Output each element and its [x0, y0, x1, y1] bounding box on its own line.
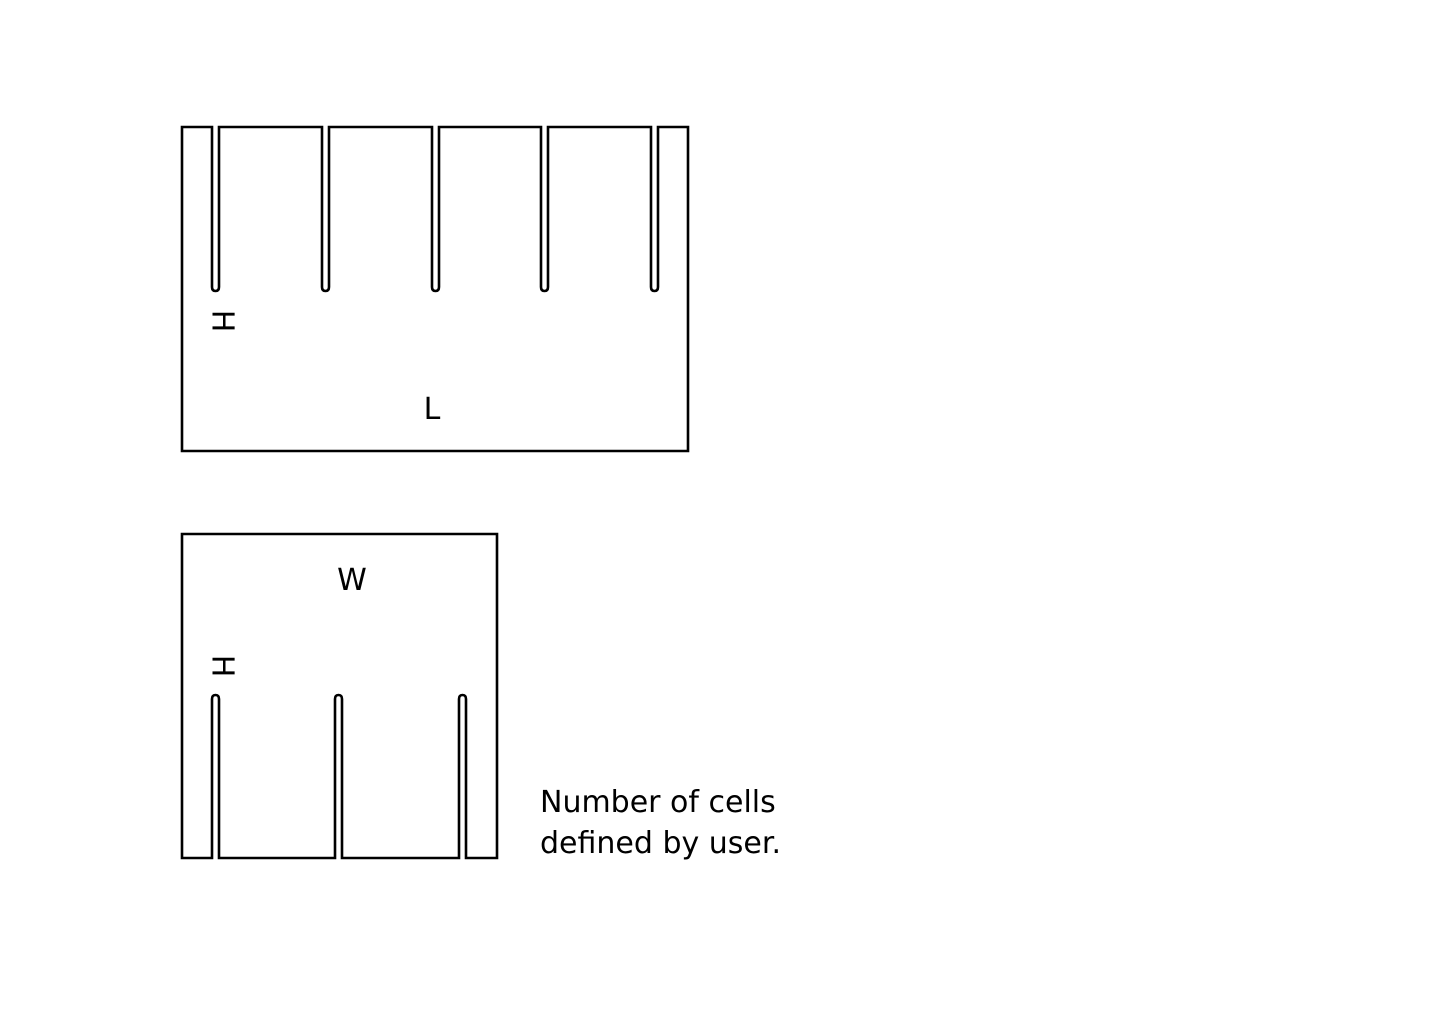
length-label: L — [424, 392, 441, 427]
note-line-1: Number of cells — [540, 785, 776, 820]
cells-note: Number of cells defined by user. — [540, 785, 781, 861]
width-label: W — [337, 563, 367, 598]
length-divider-piece: H L — [180, 125, 690, 453]
height-label-bottom: H — [205, 655, 240, 678]
width-divider-outline — [180, 532, 499, 860]
height-label-top: H — [205, 310, 240, 333]
note-line-2: defined by user. — [540, 826, 781, 861]
length-divider-outline — [180, 125, 690, 453]
width-divider-piece: W H — [180, 532, 499, 860]
